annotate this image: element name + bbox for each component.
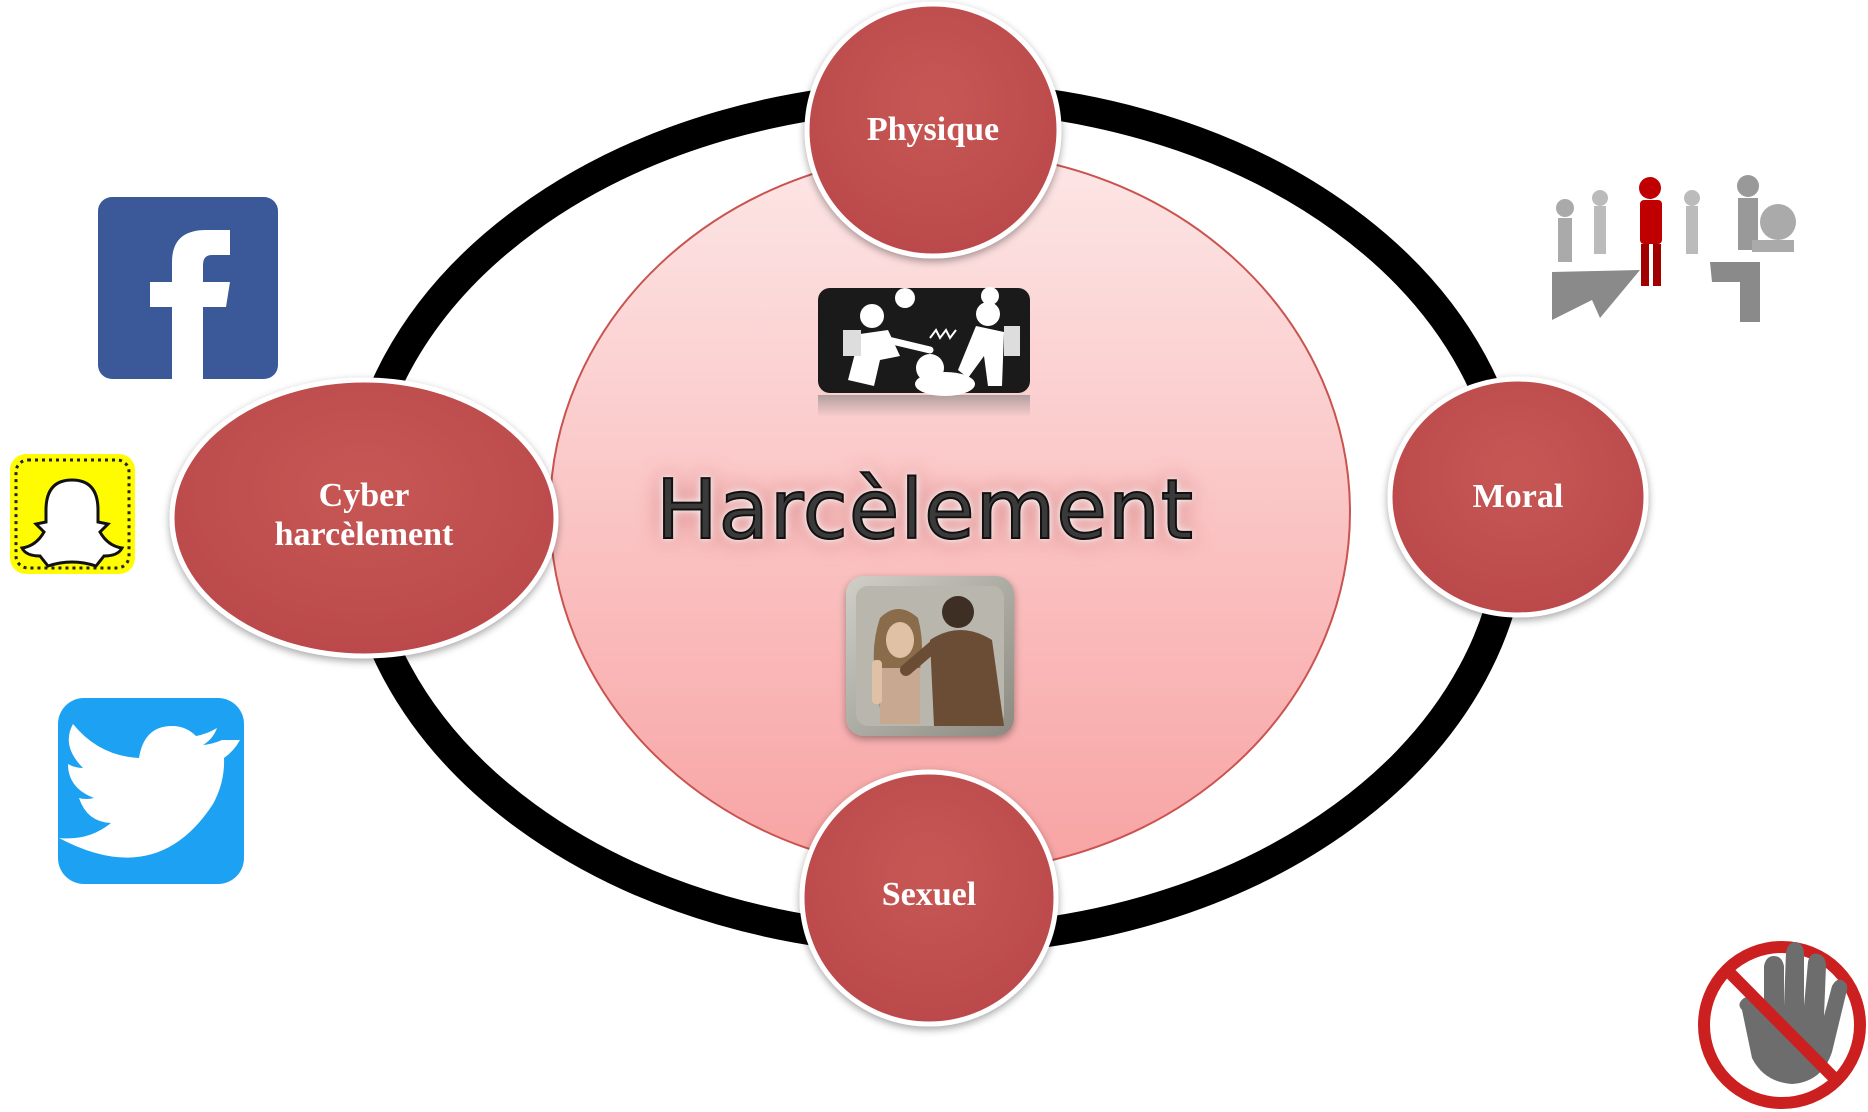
- node-physique: [804, 1, 1062, 259]
- twitter-icon: [58, 698, 244, 884]
- node-sexuel: [799, 769, 1059, 1027]
- node-cyber: [169, 377, 559, 659]
- label-cyber: Cyber harcèlement: [274, 476, 454, 553]
- node-moral: [1387, 376, 1649, 618]
- label-physique: Physique: [866, 111, 1000, 149]
- label-moral: Moral: [1472, 478, 1564, 516]
- stop-hand-icon: [1698, 941, 1866, 1109]
- isolated-person-icon: [1552, 175, 1796, 322]
- harassment-photo: [846, 576, 1014, 736]
- bullying-illustration: [818, 287, 1030, 417]
- snapchat-icon: [10, 454, 135, 574]
- facebook-icon: [98, 197, 278, 379]
- label-sexuel: Sexuel: [881, 876, 977, 914]
- center-title: Harcèlement: [655, 462, 1195, 559]
